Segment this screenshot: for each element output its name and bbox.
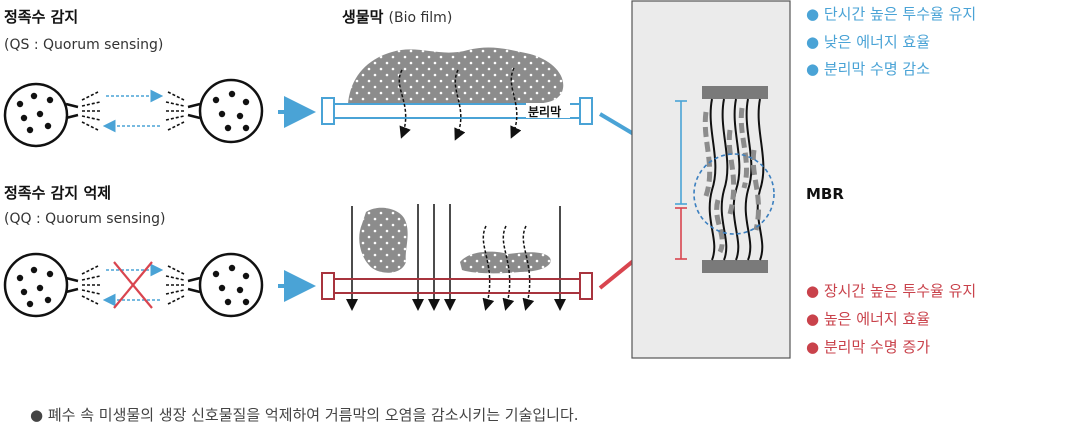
biofilm-subtitle: (Bio film) bbox=[388, 10, 453, 26]
mbr-label: MBR bbox=[806, 185, 844, 203]
mbr-blue-bracket bbox=[675, 100, 687, 205]
biofilm-title: 생물막 bbox=[342, 8, 384, 26]
qs-cell-right bbox=[187, 78, 264, 144]
qq-cell-left bbox=[3, 252, 79, 318]
blue-list-item: ● 분리막 수명 감소 bbox=[806, 60, 930, 78]
mbr-red-bracket bbox=[675, 207, 687, 260]
biofilm-heading: 생물막 (Bio film) bbox=[342, 6, 452, 27]
qq-title: 정족수 감지 억제 bbox=[4, 184, 112, 202]
mbr-module bbox=[693, 86, 775, 273]
qs-title: 정족수 감지 bbox=[4, 8, 79, 26]
red-list-item: ● 높은 에너지 효율 bbox=[806, 310, 930, 328]
qq-signal-left bbox=[81, 265, 101, 305]
block-cross-icon bbox=[113, 261, 153, 309]
qq-cell-right bbox=[187, 252, 264, 318]
blue-list-text: 단시간 높은 투수율 유지 bbox=[823, 5, 977, 23]
membrane-bottom bbox=[321, 272, 593, 300]
blue-list-text: 낮은 에너지 효율 bbox=[823, 33, 930, 51]
blue-list-text: 분리막 수명 감소 bbox=[823, 60, 930, 78]
filtrate-flow-arrows-straight bbox=[346, 204, 566, 311]
blue-list-item: ● 낮은 에너지 효율 bbox=[806, 33, 930, 51]
qs-signal-left bbox=[81, 91, 101, 131]
mbr-zoom-circle bbox=[693, 153, 775, 235]
qq-subtitle: (QQ : Quorum sensing) bbox=[4, 211, 166, 227]
filtrate-flow-arrows-curved bbox=[482, 225, 535, 311]
red-list-item: ● 분리막 수명 증가 bbox=[806, 338, 930, 356]
filtrate-flow-arrows-top bbox=[398, 67, 522, 141]
red-list-item: ● 장시간 높은 투수율 유지 bbox=[806, 282, 977, 300]
qs-cell-left bbox=[3, 82, 79, 148]
red-list-text: 높은 에너지 효율 bbox=[823, 310, 930, 328]
membrane-top bbox=[321, 97, 593, 125]
qs-subtitle: (QS : Quorum sensing) bbox=[4, 37, 164, 53]
floc-large bbox=[359, 207, 408, 273]
blue-list-item: ● 단시간 높은 투수율 유지 bbox=[806, 5, 977, 23]
red-list-text: 분리막 수명 증가 bbox=[823, 338, 930, 356]
membrane-label: 분리막 bbox=[528, 104, 561, 119]
red-list-text: 장시간 높은 투수율 유지 bbox=[823, 282, 977, 300]
membrane-label-bg bbox=[526, 103, 570, 118]
qq-signal-right bbox=[165, 265, 185, 305]
qs-signal-right bbox=[165, 91, 185, 131]
floc-flat bbox=[460, 251, 551, 274]
